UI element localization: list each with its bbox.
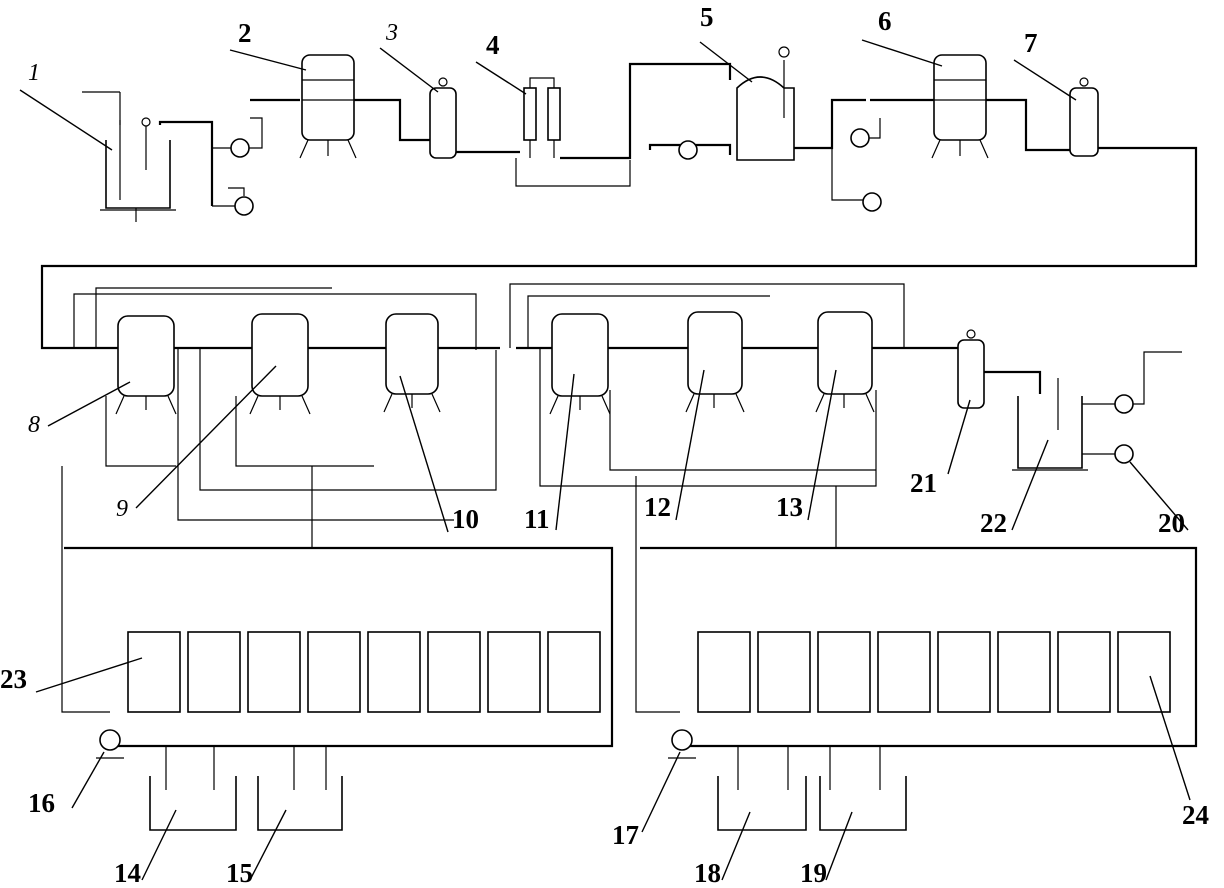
label-17: 17 [612,820,639,850]
label-4: 4 [486,30,500,60]
item-5-tank [736,46,795,161]
label-12: 12 [644,492,671,522]
label-23: 23 [0,664,27,694]
label-14: 14 [114,858,141,888]
item-12-vessel [685,311,745,413]
label-13: 13 [776,492,803,522]
item-23-tank-bank [127,631,601,713]
item-15-sump [257,776,343,831]
label-5: 5 [700,2,714,32]
label-15: 15 [226,858,253,888]
item-3-column [429,77,457,159]
item-17-pump [668,729,696,759]
item-6-vessel [931,54,989,159]
label-20: 20 [1158,508,1185,538]
label-21: 21 [910,468,937,498]
label-11: 11 [524,504,550,534]
item-7-column [1069,77,1099,157]
item-4-pump [678,140,698,160]
item-6-pumps [831,118,882,212]
label-7: 7 [1024,28,1038,58]
label-9: 9 [116,496,128,522]
label-8: 8 [28,412,40,438]
label-24: 24 [1182,800,1209,830]
item-16-pump [96,729,124,759]
item-24-tank-bank [697,631,1171,713]
label-10: 10 [452,504,479,534]
item-1-open-tank [82,91,176,222]
label-1: 1 [28,60,40,86]
label-22: 22 [980,508,1007,538]
label-3: 3 [385,20,398,46]
item-21-column [957,329,985,409]
leader-lines [19,39,1191,881]
item-19-sump [819,776,907,831]
label-2: 2 [238,18,252,48]
item-11-vessel [549,313,611,415]
item-18-sump [717,776,807,831]
item-8-vessel [115,315,177,415]
item-10-vessel [383,313,441,413]
item-1-pumps [212,117,263,216]
label-6: 6 [878,6,892,36]
item-14-sump [149,776,237,831]
item-2-vessel [299,54,357,159]
label-16: 16 [28,788,55,818]
item-22-open-tank [1012,378,1088,471]
item-9-vessel [249,313,311,415]
label-19: 19 [800,858,827,888]
item-4-exchanger [515,77,631,187]
item-20-pumps [1082,351,1182,464]
label-18: 18 [694,858,721,888]
item-13-vessel [815,311,875,413]
